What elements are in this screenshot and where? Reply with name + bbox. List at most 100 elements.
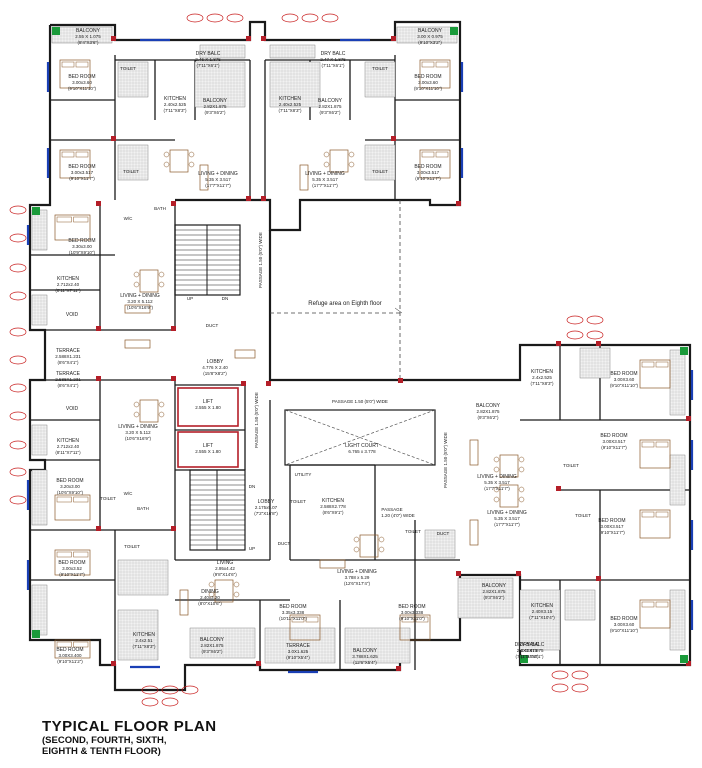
room-label-bed5-name: BED ROOM — [68, 238, 95, 244]
room-label-lobby2-name: LOBBY — [258, 499, 275, 505]
room-label-lift2-dim: 2.555 X 1.80 — [195, 449, 221, 454]
tiled-area — [669, 589, 686, 651]
reference-marker — [9, 355, 27, 365]
reference-marker — [301, 13, 319, 23]
dining-table — [493, 454, 525, 478]
refuge-label: Refuge area on Eighth floor — [308, 301, 381, 307]
room-label-ter3-dim: 3.0X1.625 — [288, 649, 309, 654]
room-label-liv4-name: LIVING + DINING — [118, 424, 158, 430]
room-label-lobby1-name: LOBBY — [207, 359, 224, 365]
tiled-area — [31, 294, 48, 326]
plan-title: TYPICAL FLOOR PLAN — [42, 718, 217, 735]
bed-furniture — [399, 614, 431, 641]
structural-column — [96, 376, 101, 381]
reference-marker — [321, 13, 339, 23]
passage-vertical-label-1: PASSAGE 1.50 (5'0") WIDE — [258, 232, 263, 288]
room-label-kit1-dim: 2.40x2.525 — [164, 102, 187, 107]
room-label-liv8-ft: (17'7"X11'7") — [494, 522, 520, 527]
reference-marker — [9, 440, 27, 450]
structural-column — [556, 341, 561, 346]
small-room-duct3: DUCT — [437, 531, 450, 536]
room-label-ter1-name: TERRACE — [56, 348, 81, 354]
room-label-lightcourt-name: LIGHT COURT — [345, 443, 379, 449]
passage-vertical-label-2: PASSAGE 1.50 (5'0") WIDE — [254, 392, 259, 448]
reference-marker — [9, 383, 27, 393]
room-label-balc4-name: BALCONY — [353, 648, 378, 654]
room-label-dry3-name: DRY BALC — [515, 642, 540, 648]
dining-table — [163, 149, 195, 173]
small-room-toilet1: TOILET — [120, 66, 136, 71]
room-label-dry4-name: DRY BALC — [520, 642, 545, 648]
structural-column — [256, 661, 261, 666]
structural-column — [391, 136, 396, 141]
sofa-furniture — [299, 164, 309, 191]
room-label-bed13-ft: (9'10"X11'7") — [599, 530, 625, 535]
tiled-area — [117, 609, 159, 661]
planters — [32, 27, 688, 663]
stair-dn-label-1: DN — [222, 296, 229, 301]
reference-marker — [9, 205, 27, 215]
bed-furniture — [54, 494, 91, 521]
tiled-area — [519, 589, 561, 651]
room-label-dry1-dim: 2.46 X 1.875 — [195, 57, 221, 62]
room-label-liv5-name: LIVING — [217, 560, 234, 566]
bed-furniture — [54, 549, 91, 576]
room-label-kit5-ft: (8'6"X9'1") — [323, 510, 344, 515]
room-label-ter3-ft: (9'10"X5'4") — [286, 655, 310, 660]
room-label-bal_tr-ft: (9'10"X3'2") — [418, 40, 442, 45]
sofa-furniture — [469, 439, 479, 466]
small-room-toilet6: TOILET — [124, 544, 140, 549]
dining-table — [208, 579, 240, 603]
room-label-balc3-ft: (9'3"X6'2") — [202, 649, 223, 654]
sofa-furniture — [124, 339, 151, 349]
plan-subtitle-line-2: EIGHTH & TENTH FLOOR) — [42, 746, 161, 757]
room-label-dry3-ft: (7'11"X6'1") — [515, 654, 539, 659]
small-room-toilet10: TOILET — [575, 513, 591, 518]
reference-marker — [161, 697, 179, 707]
room-label-liv8-dim: 5.35 X 3.517 — [494, 516, 520, 521]
tiled-area — [117, 559, 169, 596]
reference-marker — [161, 685, 179, 695]
dining-table — [133, 399, 165, 423]
room-label-lobby1-dim: 4.776 X 2.40 — [202, 365, 228, 370]
room-label-kit3-name: KITCHEN — [57, 276, 79, 282]
small-room-toilet9: TOILET — [563, 463, 579, 468]
tiled-area — [117, 61, 149, 98]
room-label-bed5-dim: 3.30x3.00 — [72, 244, 92, 249]
room-label-kit2-ft: (7'11"X8'3") — [278, 108, 302, 113]
room-label-balc3-dim: 2.82X1.875 — [200, 643, 224, 648]
passage-small-dim: 1.20 (4'0") WIDE — [381, 513, 414, 518]
room-label-bed9-name: BED ROOM — [398, 604, 425, 610]
light-court — [284, 409, 436, 466]
tiled-area — [189, 627, 256, 659]
dining-table — [353, 534, 385, 558]
room-label-ter2-ft: (8'6"X4'1") — [58, 383, 79, 388]
tiled-area — [396, 26, 458, 44]
bed-furniture — [54, 214, 91, 241]
reference-marker — [206, 13, 224, 23]
structural-column — [111, 136, 116, 141]
room-label-ter2-name: TERRACE — [56, 371, 81, 377]
tiled-area — [117, 144, 149, 181]
room-label-liv7-name: LIVING + DINING — [477, 474, 517, 480]
room-label-liv3-dim: 3.20 X 5.112 — [127, 299, 153, 304]
room-label-void2-name: VOID — [66, 406, 79, 412]
structural-column — [261, 36, 266, 41]
room-label-dry1-name: DRY BALC — [196, 51, 221, 57]
tiled-area — [269, 44, 316, 59]
tiled-area — [31, 209, 48, 251]
structural-column — [456, 201, 461, 206]
room-label-balc3-name: BALCONY — [200, 637, 225, 643]
tiled-area — [457, 577, 514, 619]
columns-layer — [96, 36, 691, 671]
tiled-area — [31, 584, 48, 636]
room-label-bed14-ft: (9'10"X11'10") — [610, 628, 639, 633]
reference-marker — [9, 327, 27, 337]
room-label-bed12-name: BED ROOM — [600, 433, 627, 439]
small-room-toilet3: TOILET — [123, 169, 139, 174]
stair-upper-treads — [175, 229, 240, 291]
room-label-void1-name: VOID — [66, 312, 79, 318]
tiled-area — [269, 61, 321, 108]
